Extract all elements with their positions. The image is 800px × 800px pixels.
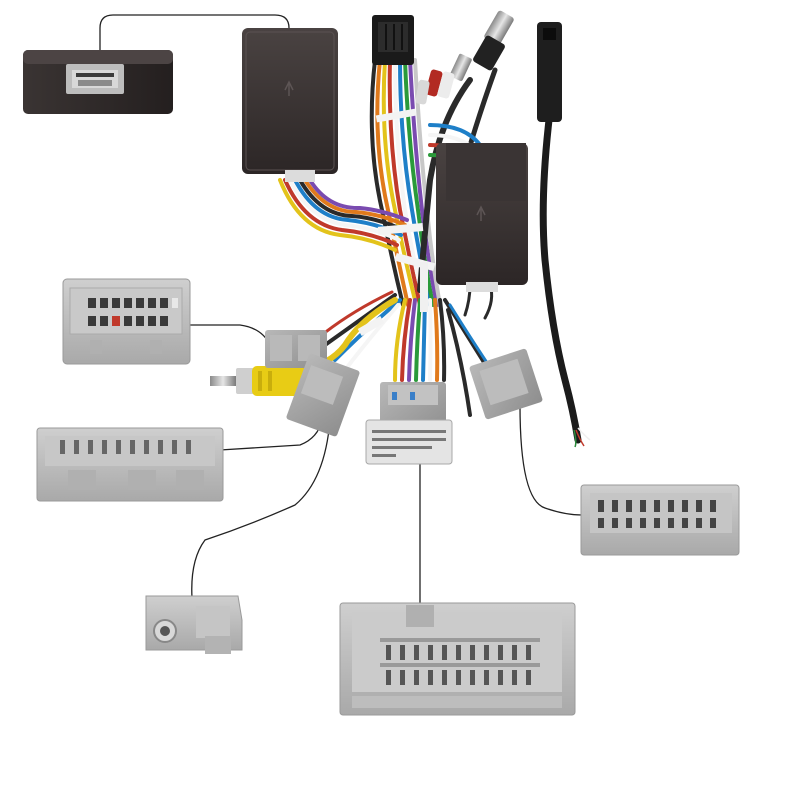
control-module-enlarged — [23, 50, 173, 114]
harness-connector-label — [365, 419, 453, 465]
black-cable — [537, 22, 591, 448]
control-module-top — [242, 28, 338, 182]
callout-top-box — [99, 14, 290, 55]
callout-right-connector — [519, 404, 583, 516]
rca-plugs — [415, 69, 455, 105]
harness-connector-b — [286, 353, 360, 437]
control-module-right — [436, 143, 528, 292]
antenna-plug — [449, 10, 514, 82]
antenna-adapter-enlarged — [145, 595, 243, 654]
callout-antenna-adapter — [191, 419, 331, 599]
callout-left-connector — [190, 324, 271, 346]
connector-left-enlarged — [62, 278, 191, 365]
callout-lines — [99, 14, 583, 610]
connector-right-enlarged — [580, 484, 740, 556]
connector-wide-enlarged — [36, 427, 224, 502]
main-connector-enlarged — [339, 602, 576, 716]
zip-ties — [357, 108, 436, 336]
top-connector — [372, 15, 414, 65]
yellow-rca-plug — [210, 366, 304, 396]
harness-connector-d — [469, 348, 543, 420]
usb-plug — [537, 22, 562, 122]
